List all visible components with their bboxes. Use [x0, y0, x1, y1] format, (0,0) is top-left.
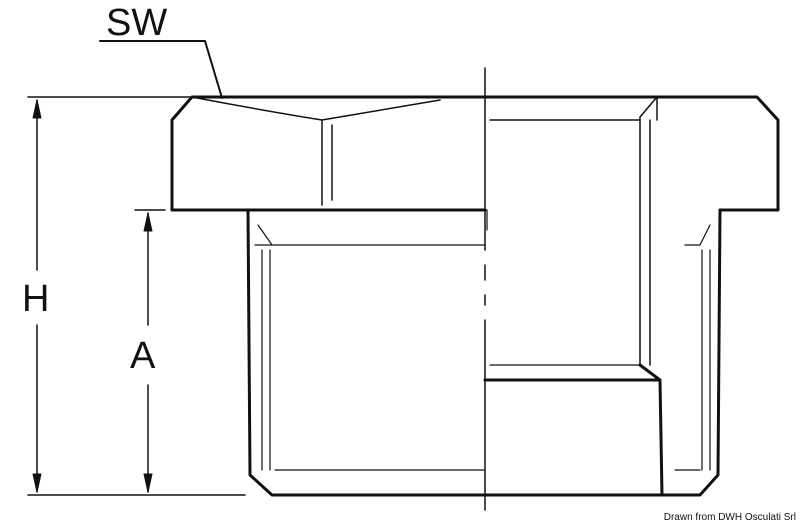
h-arrow-top [32, 99, 42, 119]
thread-body [246, 208, 722, 497]
a-arrow-top [143, 212, 153, 232]
h-label: H [22, 278, 50, 320]
sw-label: SW [106, 2, 168, 44]
a-arrow-bottom [143, 473, 153, 493]
a-label: A [130, 335, 156, 377]
h-arrow-bottom [32, 473, 42, 493]
hex-head [170, 95, 780, 212]
credit-text: Drawn from DWH Osculati Srl [663, 512, 796, 523]
hex-facets [191, 96, 658, 366]
sw-leader [99, 40, 223, 99]
thread-inner [483, 363, 664, 497]
thread-lines [254, 209, 711, 471]
